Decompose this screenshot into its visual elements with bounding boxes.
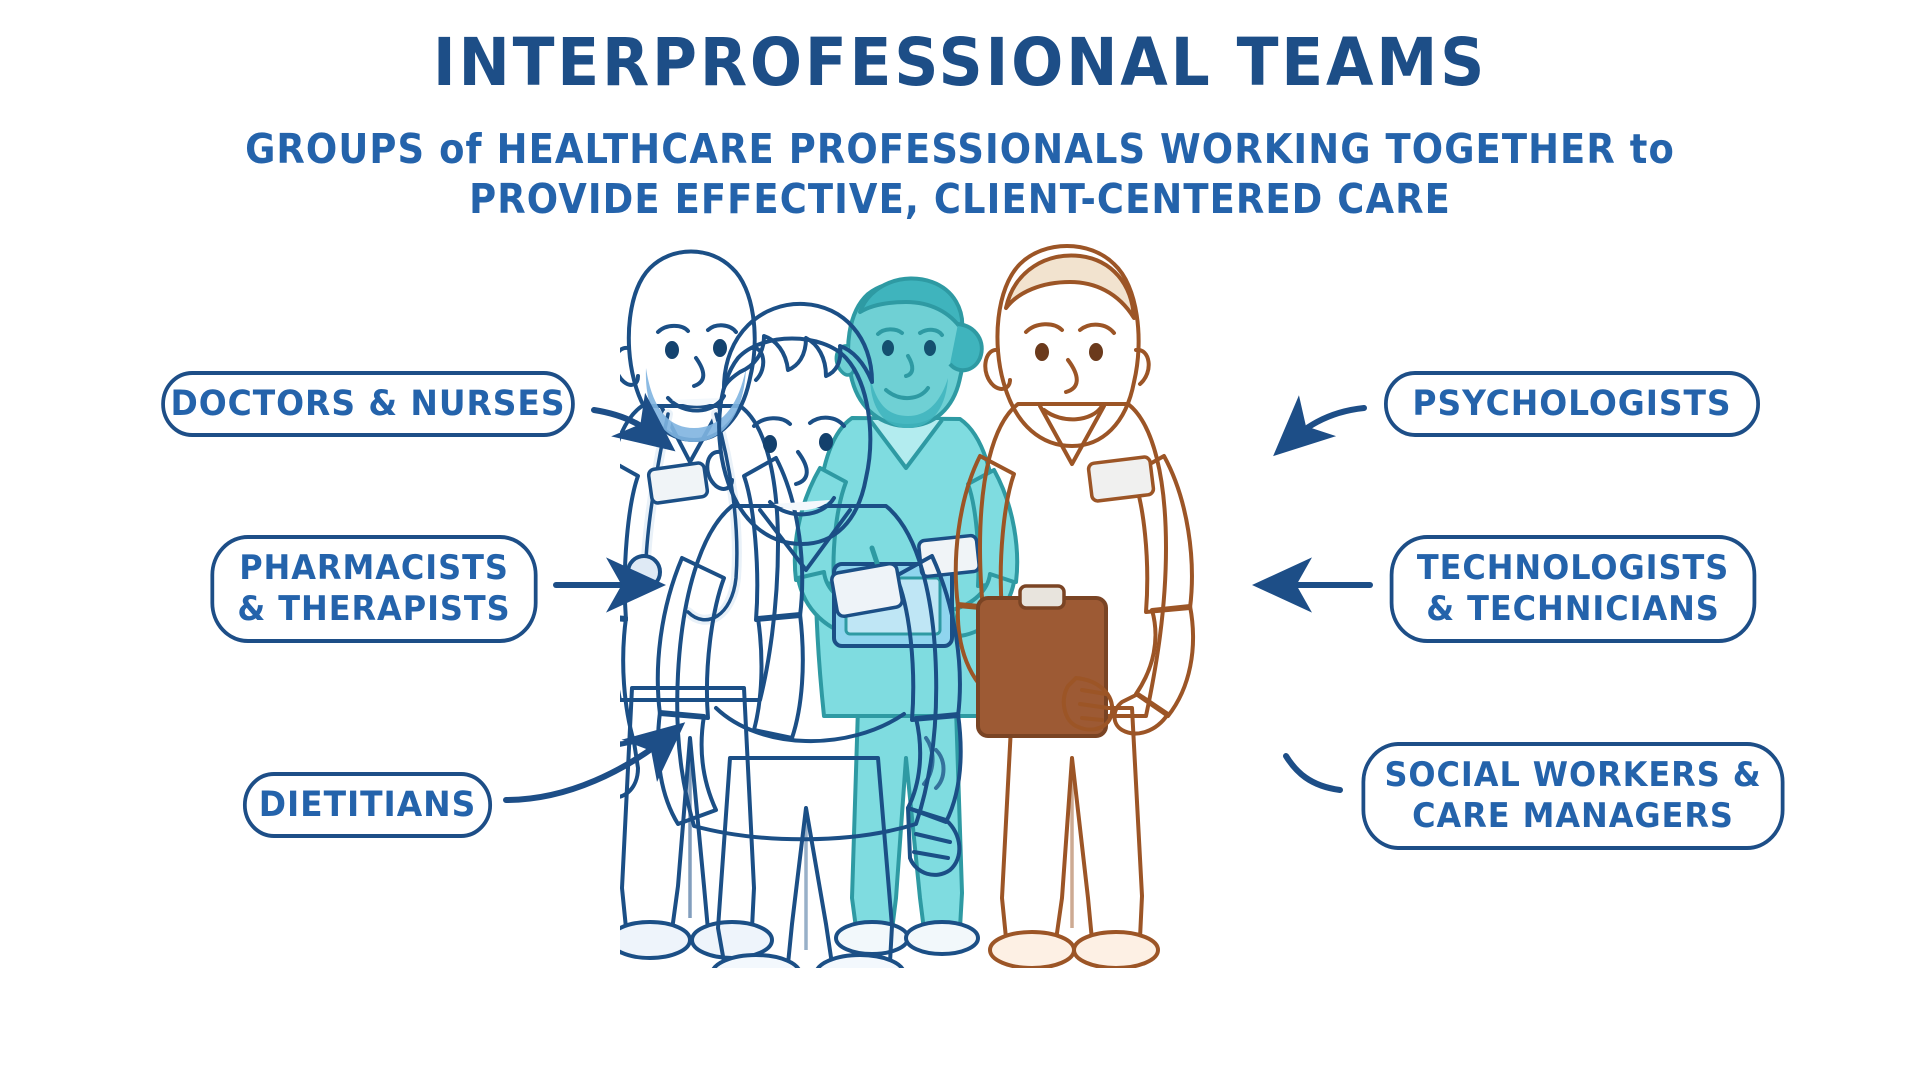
callout-label-line-2: & THERAPISTS [237,589,511,629]
figure-orange-scrubs [953,244,1196,968]
callout-social-workers-care-managers[interactable]: SOCIAL WORKERS & CARE MANAGERS [1361,742,1785,850]
callout-technologists-technicians[interactable]: TECHNOLOGISTS & TECHNICIANS [1389,535,1757,643]
callout-doctors-nurses[interactable]: DOCTORS & NURSES [161,371,575,437]
subtitle-line-2: PROVIDE EFFECTIVE, CLIENT-CENTERED CARE [469,175,1451,223]
callout-label-line-2: CARE MANAGERS [1412,796,1734,836]
callout-psychologists[interactable]: PSYCHOLOGISTS [1384,371,1760,437]
callout-label: DIETITIANS [258,785,477,825]
callout-label-line-1: TECHNOLOGISTS [1416,548,1730,588]
callout-label-line-1: PHARMACISTS [239,548,509,588]
callout-label-line-1: SOCIAL WORKERS & [1384,755,1762,795]
figure-dark-blue-scrubs [620,249,805,960]
callout-label: DOCTORS & NURSES [170,384,566,424]
healthcare-team-illustration: .ol{stroke:#1b4f86;stroke-width:4;stroke… [620,244,1196,968]
callout-pharmacists-therapists[interactable]: PHARMACISTS & THERAPISTS [210,535,538,643]
page-title: INTERPROFESSIONAL TEAMS [432,24,1488,101]
callout-dietitians[interactable]: DIETITIANS [242,772,493,838]
callout-label-line-2: & TECHNICIANS [1426,589,1720,629]
figure-light-blue-scrubs [655,301,963,968]
callout-label: PSYCHOLOGISTS [1412,384,1732,424]
subtitle-line-1: GROUPS of HEALTHCARE PROFESSIONALS WORKI… [245,125,1675,173]
